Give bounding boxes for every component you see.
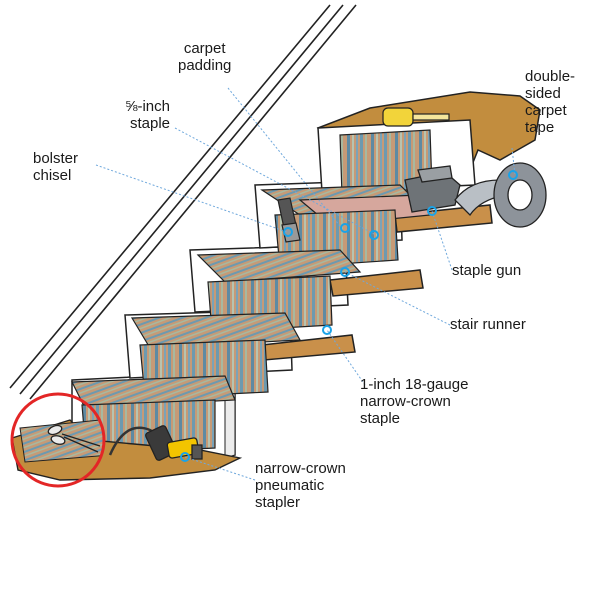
scissors-icon bbox=[47, 424, 101, 453]
handrail bbox=[9, 4, 357, 400]
callout-dot-staple bbox=[369, 230, 379, 240]
label-double-sided-tape: double- sided carpet tape bbox=[525, 68, 576, 136]
label-narrow-crown-staple: 1-inch 18-gauge narrow-crown staple bbox=[360, 376, 469, 427]
label-bolster-chisel: bolster chisel bbox=[33, 150, 79, 184]
callout-lines bbox=[95, 87, 516, 481]
callout-dot-runner bbox=[340, 267, 350, 277]
carpet-tape-roll-icon bbox=[454, 162, 547, 228]
callout-dots bbox=[180, 170, 518, 462]
callout-dot-chisel bbox=[283, 227, 293, 237]
pneumatic-stapler-icon bbox=[108, 425, 203, 461]
label-stair-runner: stair runner bbox=[450, 316, 526, 333]
label-five-eighths-staple: ⅝-inch staple bbox=[124, 98, 170, 132]
callout-dot-tape bbox=[508, 170, 518, 180]
staple-gun-icon bbox=[404, 165, 461, 213]
stair-runner-carpet bbox=[71, 129, 433, 455]
label-staple-gun: staple gun bbox=[452, 262, 522, 279]
label-carpet-padding: carpet padding bbox=[178, 40, 232, 74]
callout-dot-stapler bbox=[180, 452, 190, 462]
callout-dot-narrow-staple bbox=[322, 325, 332, 335]
tape-measure-icon bbox=[382, 107, 450, 127]
highlight-circle bbox=[10, 392, 106, 488]
callout-dot-padding bbox=[340, 223, 350, 233]
label-pneumatic-stapler: narrow-crown pneumatic stapler bbox=[255, 460, 346, 511]
callout-dot-staple-gun bbox=[427, 206, 437, 216]
